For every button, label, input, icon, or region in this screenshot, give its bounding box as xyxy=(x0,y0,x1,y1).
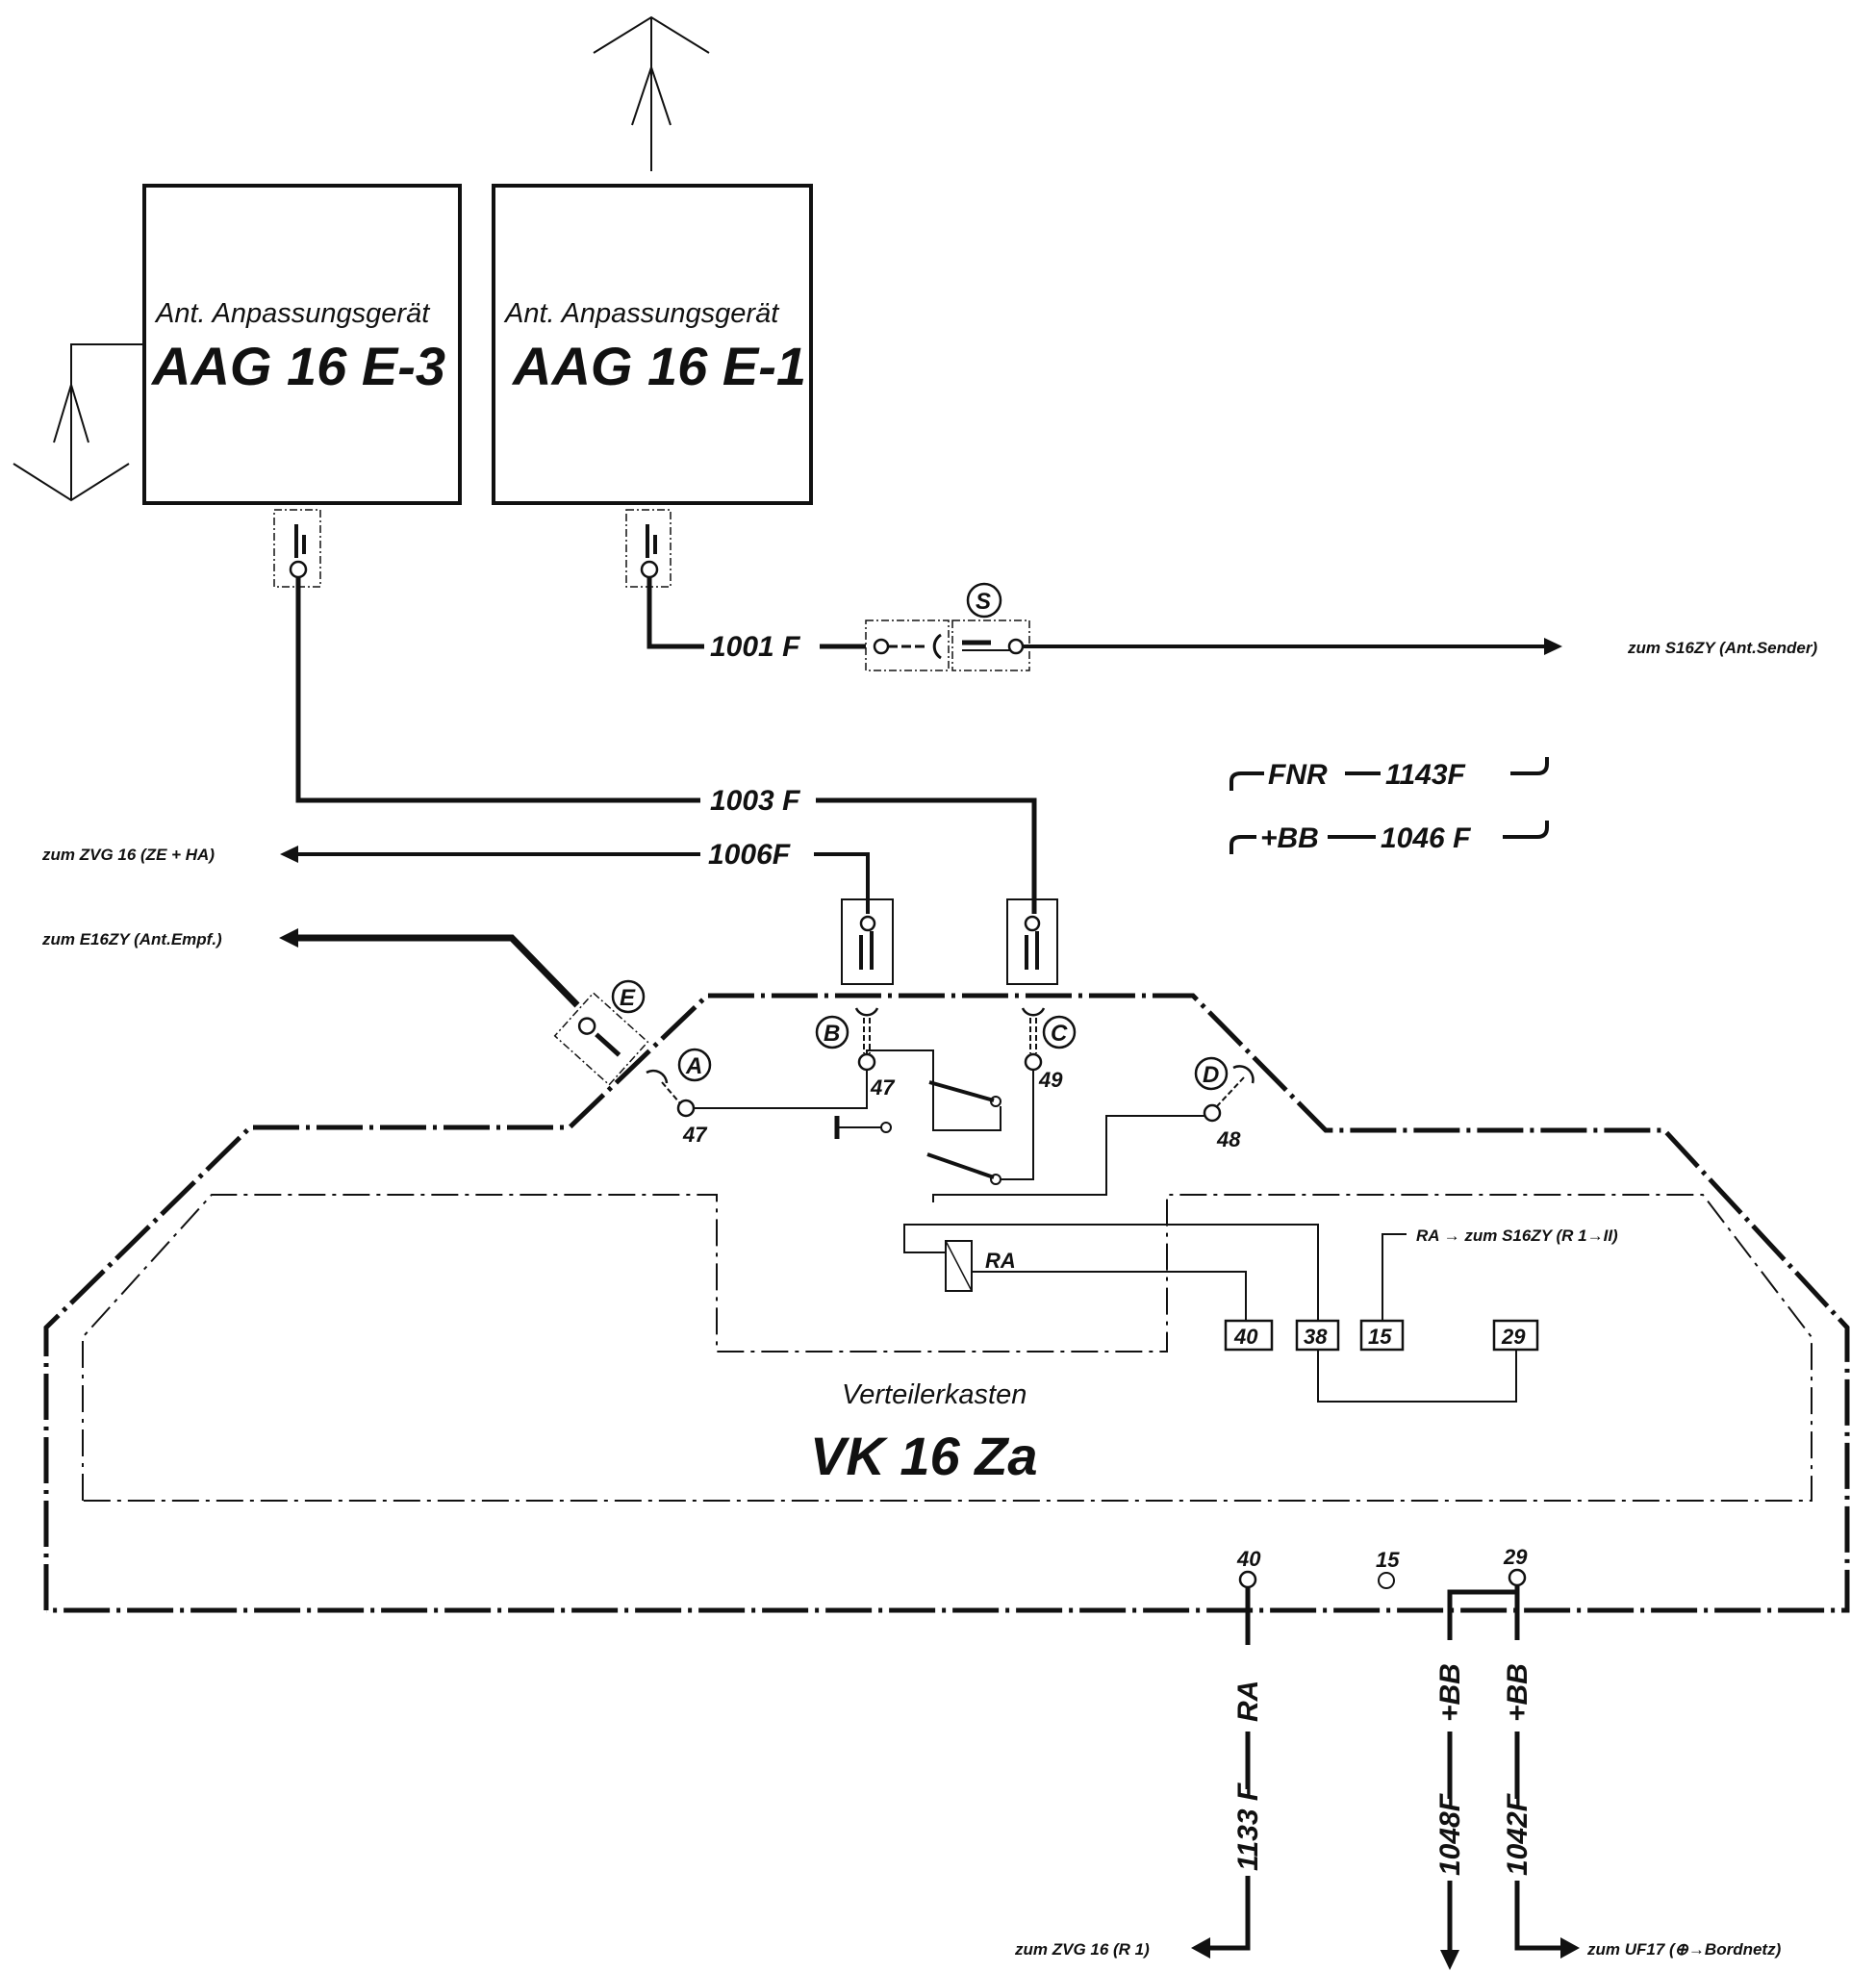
dest-zvg-r1: zum ZVG 16 (R 1) xyxy=(1014,1940,1150,1959)
label-1048f: 1048F xyxy=(1434,1793,1466,1876)
cable-1001f: 1001 F xyxy=(646,577,1562,671)
output-29-label: 29 xyxy=(1503,1545,1528,1569)
coax-socket-e3 xyxy=(273,509,321,588)
terminal-15-label: 15 xyxy=(1368,1325,1392,1349)
cable-1003f: 1003 F xyxy=(295,577,1037,914)
terminal-38-label: 38 xyxy=(1304,1325,1328,1349)
dest-zvg-ze-ha: zum ZVG 16 (ZE + HA) xyxy=(41,846,215,864)
output-stud-29: 29 xyxy=(1503,1545,1528,1587)
legend-fnr: FNR 1143F xyxy=(1230,757,1549,791)
output-15-label: 15 xyxy=(1376,1548,1400,1572)
label-1006f: 1006F xyxy=(708,839,791,871)
cable-1006f: 1006F xyxy=(280,839,870,914)
plug-c xyxy=(1006,898,1058,985)
connector-c-label: C xyxy=(1051,1021,1068,1047)
connector-s-label: S xyxy=(976,589,991,615)
label-ra-vertical: RA xyxy=(1232,1681,1264,1722)
connector-e: E xyxy=(611,979,646,1014)
coax-socket-e1 xyxy=(625,509,672,588)
label-1001f: 1001 F xyxy=(710,631,800,663)
plug-b xyxy=(841,898,894,985)
connector-a-label: A xyxy=(685,1053,702,1079)
connector-b: B 47 xyxy=(815,1007,896,1100)
aag-e1-model: AAG 16 E-1 xyxy=(511,336,806,396)
output-stud-15: 15 xyxy=(1376,1548,1400,1589)
terminal-38: 38 xyxy=(1295,1319,1340,1352)
aag-16-e3-box: Ant. Anpassungsgerät AAG 16 E-3 xyxy=(142,184,462,505)
cable-e16zy xyxy=(279,928,580,1008)
label-1042f: 1042F xyxy=(1502,1793,1534,1876)
pin-49: 49 xyxy=(1038,1068,1063,1092)
aag-16-e1-box: Ant. Anpassungsgerät AAG 16 E-1 xyxy=(492,184,813,505)
label-1003f: 1003 F xyxy=(710,785,800,817)
connector-s: S xyxy=(966,582,1002,619)
dest-s16zy-sender: zum S16ZY (Ant.Sender) xyxy=(1627,639,1817,657)
relay-ra: RA xyxy=(903,1224,1319,1320)
cable-1048f: +BB 1048F xyxy=(1434,1585,1520,1970)
label-1133f: 1133 F xyxy=(1232,1782,1264,1871)
relay-ra-label: RA xyxy=(985,1249,1016,1273)
label-bb-vertical-1: +BB xyxy=(1434,1663,1466,1722)
terminal-40-label: 40 xyxy=(1233,1325,1258,1349)
pin-47-a: 47 xyxy=(682,1123,708,1147)
legend-fnr-wire: 1143F xyxy=(1385,759,1466,791)
aag-e1-title: Ant. Anpassungsgerät xyxy=(503,298,780,329)
legend-bb-wire: 1046 F xyxy=(1381,822,1471,854)
legend-fnr-signal: FNR xyxy=(1268,759,1328,791)
dest-ra-s16zy: RA → zum S16ZY (R 1→II) xyxy=(1416,1226,1618,1245)
connector-a: A 47 xyxy=(646,1048,712,1147)
connector-d: D 48 xyxy=(1194,1056,1255,1151)
terminal-29: 29 xyxy=(1492,1319,1539,1352)
vk-housing-outline xyxy=(43,993,1850,1613)
connector-d-label: D xyxy=(1203,1062,1219,1088)
pin-47-b: 47 xyxy=(870,1075,896,1100)
output-stud-40: 40 xyxy=(1236,1547,1261,1589)
dest-uf17: zum UF17 (⊕→Bordnetz) xyxy=(1586,1940,1782,1959)
pin-48: 48 xyxy=(1216,1127,1241,1151)
terminal-40: 40 xyxy=(1224,1319,1274,1352)
antenna-left-icon xyxy=(13,343,144,502)
connector-c: C 49 xyxy=(1021,1007,1077,1092)
vk-title: Verteilerkasten xyxy=(842,1379,1027,1410)
label-bb-vertical-2: +BB xyxy=(1502,1663,1534,1722)
cable-1133f: RA 1133 F xyxy=(1191,1587,1264,1959)
output-40-label: 40 xyxy=(1236,1547,1261,1571)
aag-e3-title: Ant. Anpassungsgerät xyxy=(154,298,431,329)
connector-e-label: E xyxy=(620,985,636,1011)
terminal-links xyxy=(1317,1233,1517,1403)
internal-switch-wiring xyxy=(694,1049,1205,1202)
connector-b-label: B xyxy=(824,1021,840,1047)
vk-model: VK 16 Za xyxy=(810,1426,1038,1486)
vk-inner-dashed-outline xyxy=(82,1194,1813,1502)
cable-1042f: +BB 1042F xyxy=(1502,1585,1580,1959)
aag-e3-model: AAG 16 E-3 xyxy=(150,336,445,396)
terminal-15: 15 xyxy=(1359,1319,1405,1352)
legend-bb: +BB 1046 F xyxy=(1230,821,1549,854)
terminal-29-label: 29 xyxy=(1501,1325,1526,1349)
legend-bb-signal: +BB xyxy=(1260,822,1319,854)
antenna-top-icon xyxy=(593,15,710,171)
connector-e-plug xyxy=(553,992,649,1086)
dest-e16zy-empf: zum E16ZY (Ant.Empf.) xyxy=(41,930,222,948)
